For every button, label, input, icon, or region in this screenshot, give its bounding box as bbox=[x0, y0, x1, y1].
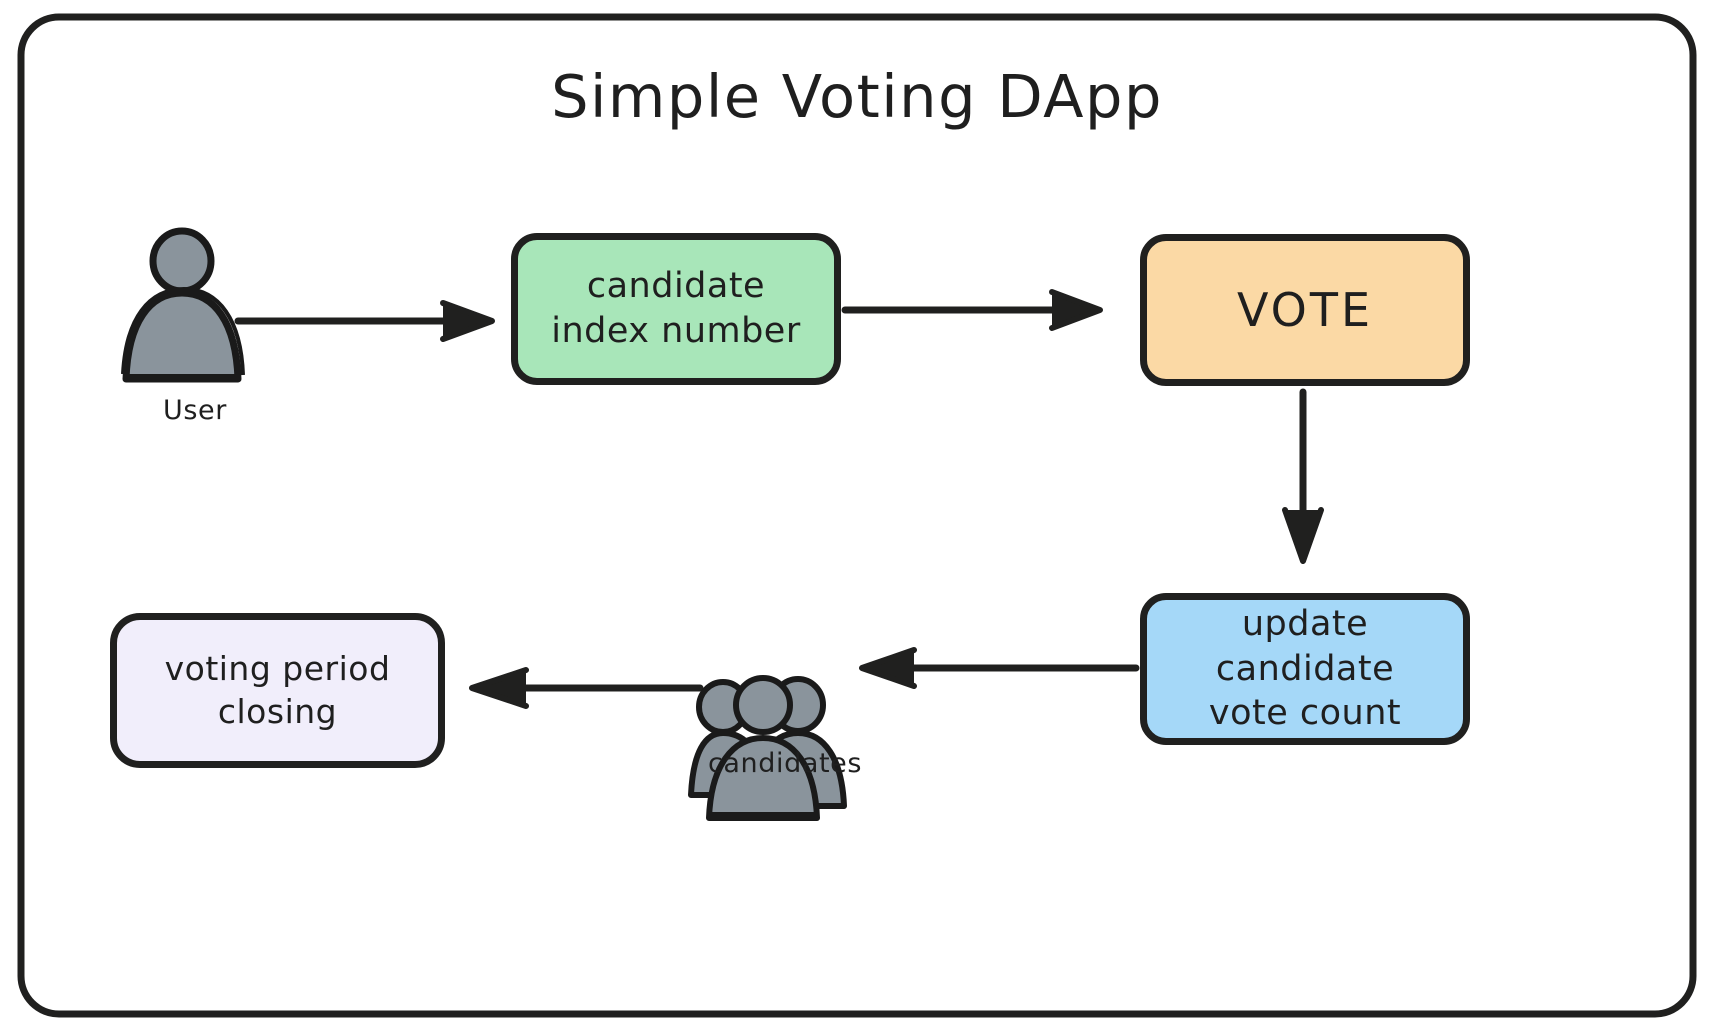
edge-user-to-candidate-index bbox=[234, 300, 495, 342]
node-update-count-label: update candidate vote count bbox=[1208, 603, 1402, 734]
node-vote-label: VOTE bbox=[1236, 282, 1374, 337]
node-vote[interactable]: VOTE bbox=[1140, 234, 1470, 386]
users-group-icon bbox=[688, 675, 847, 821]
edge-vote-to-update-count bbox=[1282, 388, 1324, 564]
edge-candidate-index-to-vote bbox=[841, 289, 1103, 331]
user-person-icon bbox=[121, 227, 245, 383]
frame-border bbox=[17, 13, 1697, 1018]
node-candidate-index-label: candidate index number bbox=[551, 266, 801, 351]
candidates-icon-label: candidates bbox=[707, 748, 863, 779]
user-icon-label: User bbox=[163, 395, 227, 426]
node-voting-period-label: voting period closing bbox=[164, 649, 391, 731]
node-voting-period-closing[interactable]: voting period closing bbox=[110, 613, 445, 768]
edge-update-count-to-candidates bbox=[859, 647, 1140, 689]
node-update-candidate-vote-count[interactable]: update candidate vote count bbox=[1140, 593, 1470, 745]
node-candidate-index[interactable]: candidate index number bbox=[511, 233, 841, 385]
edge-candidates-to-voting-period bbox=[469, 667, 704, 709]
page-title: Simple Voting DApp bbox=[551, 62, 1163, 131]
